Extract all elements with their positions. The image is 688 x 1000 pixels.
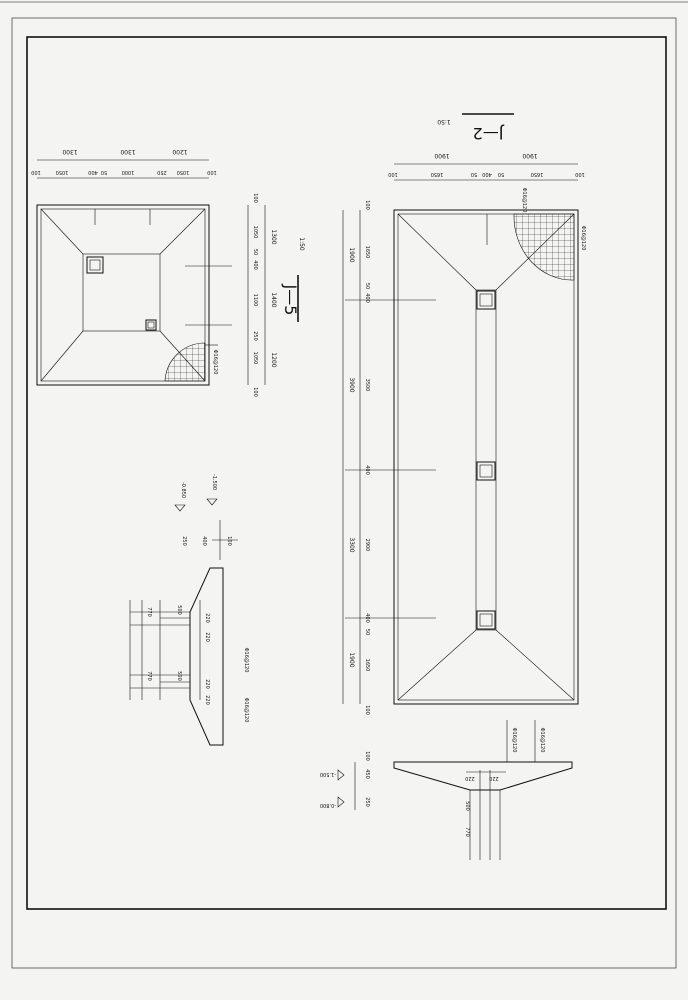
j2-section	[337, 761, 573, 860]
j2-side-dim-400-b: 400	[364, 465, 370, 475]
j2-side-dim-3900: 3900	[348, 377, 355, 392]
j5-top-dim-250: 250	[157, 169, 167, 175]
j5-side-dim-1200: 1200	[270, 352, 277, 367]
j5-title: J—5	[281, 284, 300, 316]
j2-side-dim-100-b: 100	[364, 705, 370, 715]
j2-top-dim-400: 400	[482, 171, 492, 177]
j5-section-rebar-2: Φ16@120	[243, 698, 249, 723]
j5-top-dim-400: 400	[88, 169, 98, 175]
j2-top-dim-100-a: 100	[388, 171, 398, 177]
j5-section-level-0850: -0.850	[180, 482, 186, 498]
j2-section-dim-100: 100	[364, 751, 370, 761]
j2-section-rebar-2: Φ16@120	[539, 728, 545, 753]
j2-section-dim-250: 250	[364, 797, 370, 807]
j5-section-col-500-b: 500	[176, 671, 182, 681]
j5-top-dim-1000: 1000	[122, 169, 135, 175]
j2-section-level-1500: -1.500	[320, 771, 336, 777]
j5-side-dim-400: 400	[252, 260, 258, 270]
j5-top-dim-100-b: 100	[207, 169, 217, 175]
j5-section-col-770-a: 770	[146, 607, 152, 617]
j5-section-dim-100: 100	[226, 536, 232, 546]
j5-side-dim-100-b: 100	[252, 387, 258, 397]
j2-top-dim-100-b: 100	[575, 171, 585, 177]
j5-section-dim-400: 400	[201, 536, 207, 546]
j5-plan	[36, 159, 232, 386]
j2-side-dim-1900-b: 1900	[348, 652, 355, 667]
j5-section-dim-250: 250	[181, 536, 187, 546]
j5-top-dim-1200: 1200	[172, 148, 187, 155]
j2-side-dim-3500: 3500	[364, 379, 370, 392]
j2-top-dim-1900-a: 1900	[434, 152, 449, 159]
j2-side-dim-100-a: 100	[364, 200, 370, 210]
j5-section-col-220-b: 220	[204, 632, 210, 642]
j5-side-dims	[247, 205, 266, 385]
j5-side-dim-100-a: 100	[252, 193, 258, 203]
j2-side-dim-1900-a: 1900	[348, 247, 355, 262]
j2-section-col-220-b: 220	[489, 775, 499, 781]
j5-side-dim-1400: 1400	[270, 292, 277, 307]
j5-scale: 1:50	[298, 237, 305, 251]
j2-side-dim-50-a: 50	[364, 283, 370, 289]
j2-side-dim-400-a: 400	[364, 293, 370, 303]
j2-section-col-500: 500	[464, 801, 470, 811]
j5-side-dim-1050-b: 1050	[252, 352, 258, 365]
j5-side-dim-250: 250	[252, 331, 258, 341]
j2-section-rebar-1: Φ16@120	[511, 728, 517, 753]
j5-section-col-770-b: 770	[146, 671, 152, 681]
j5-section-level-1500: -1.500	[211, 474, 217, 490]
j2-section-level-0800: -0.800	[320, 802, 336, 808]
j2-top-dim-1650-b: 1650	[531, 171, 544, 177]
j2-section-dim-450: 450	[364, 769, 370, 779]
j5-section-rebar-1: Φ16@120	[243, 648, 249, 673]
j5-top-dim-1050-b: 1050	[177, 169, 190, 175]
j2-plan	[342, 163, 579, 705]
j2-side-dim-2900: 2900	[364, 539, 370, 552]
j5-section-col-220-a: 220	[204, 613, 210, 623]
j2-side-dim-1650-b: 1650	[364, 659, 370, 672]
j5-side-dim-50: 50	[252, 249, 258, 255]
j2-rebar-label-top: Φ16@120	[521, 188, 527, 213]
j2-rebar-label: Φ16@120	[580, 226, 586, 251]
j5-section-col-220-c: 220	[204, 679, 210, 689]
j5-rebar-label: Φ16@120	[212, 350, 218, 375]
j2-title: J—2	[473, 124, 505, 143]
j5-top-dim-50: 50	[101, 169, 107, 175]
j5-top-dim-1300-a: 1300	[62, 148, 77, 155]
j2-top-dim-50-b: 50	[498, 171, 504, 177]
outer-border	[11, 17, 677, 969]
inner-border	[26, 36, 667, 910]
j2-side-dim-1650-a: 1650	[364, 246, 370, 259]
j2-scale: 1:50	[437, 118, 451, 125]
j2-top-dim-1900-b: 1900	[522, 152, 537, 159]
j2-section-col-220-a: 220	[465, 775, 475, 781]
j5-side-dim-1300: 1300	[270, 229, 277, 244]
j5-section	[129, 498, 238, 746]
j5-top-dim-1300-b: 1300	[120, 148, 135, 155]
j5-side-dim-1100: 1100	[252, 294, 258, 307]
j2-top-dim-50-a: 50	[471, 171, 477, 177]
j2-side-dim-400-c: 400	[364, 613, 370, 623]
j5-side-dim-1050-a: 1050	[252, 226, 258, 239]
j5-top-dim-100-a: 100	[31, 169, 41, 175]
j2-side-dim-3300: 3300	[348, 537, 355, 552]
j2-top-dim-1650-a: 1650	[431, 171, 444, 177]
j5-section-col-500-a: 500	[176, 605, 182, 615]
j2-side-dim-50-b: 50	[364, 629, 370, 635]
j5-top-dim-1050-a: 1050	[56, 169, 69, 175]
j5-section-col-220-d: 220	[204, 695, 210, 705]
j2-section-col-770: 770	[464, 827, 470, 837]
